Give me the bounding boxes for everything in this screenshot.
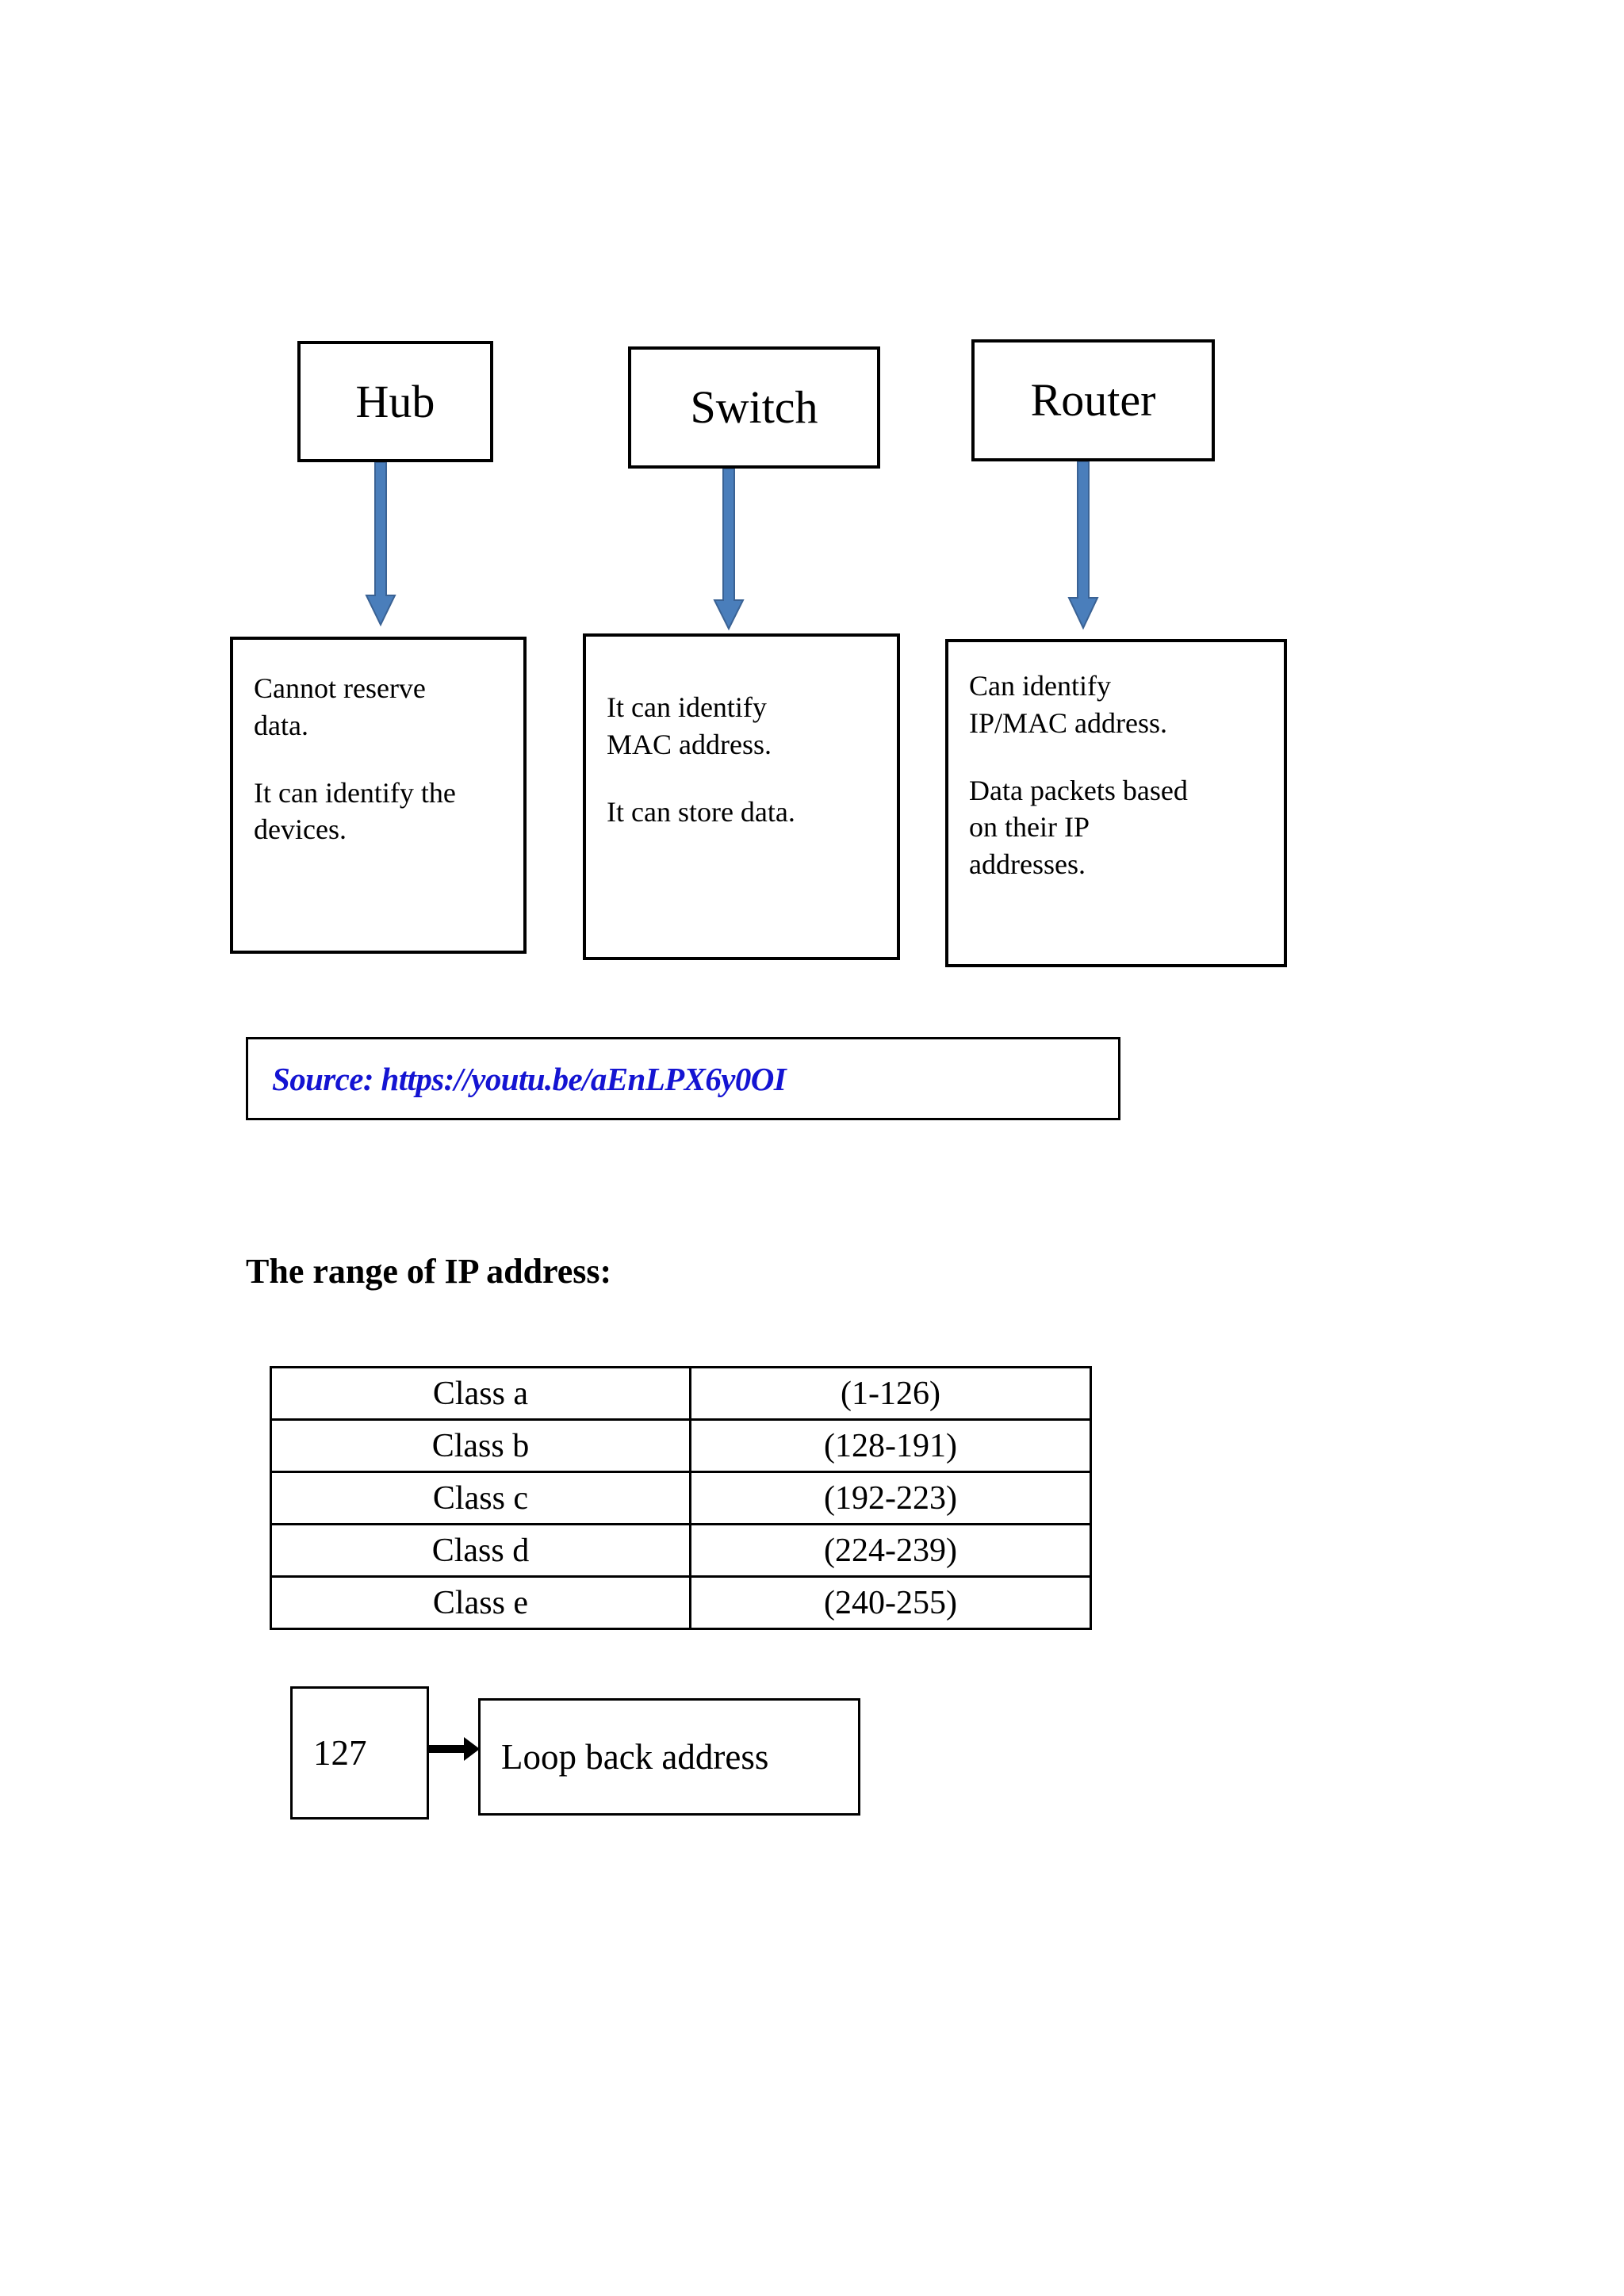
page-title: The range of IP address:: [246, 1252, 612, 1291]
description-line: devices.: [254, 813, 347, 846]
spacer: [254, 744, 503, 775]
source-link[interactable]: Source: https://youtu.be/aEnLPX6y0OI: [272, 1060, 787, 1097]
description-line: Data packets based: [969, 774, 1188, 806]
description-line: It can identify the: [254, 776, 456, 809]
description-line: Cannot reserve: [254, 672, 426, 704]
ip-range-table: Class a (1-126) Class b (128-191) Class …: [270, 1366, 1092, 1630]
cell-range: (1-126): [689, 1366, 1092, 1421]
arrow-down-icon: [1067, 461, 1099, 630]
description-line: Can identify: [969, 670, 1111, 702]
description-box-router: Can identify IP/MAC address. Data packet…: [945, 639, 1287, 967]
arrow-down-icon: [713, 469, 745, 631]
spacer: [969, 742, 1263, 772]
device-box-hub: Hub: [297, 341, 493, 462]
description-line: addresses.: [969, 848, 1086, 881]
description-line: It can store data.: [607, 795, 795, 828]
cell-class: Class a: [270, 1366, 691, 1421]
loopback-target-label: Loop back address: [501, 1737, 769, 1777]
table-row: Class d (224-239): [270, 1523, 1092, 1578]
device-box-switch: Switch: [628, 346, 880, 469]
table-row: Class a (1-126): [270, 1366, 1092, 1421]
table-row: Class e (240-255): [270, 1575, 1092, 1630]
cell-range: (240-255): [689, 1575, 1092, 1630]
device-label: Router: [1030, 374, 1156, 426]
description-line: IP/MAC address.: [969, 706, 1167, 739]
spacer: [607, 763, 876, 794]
cell-class: Class b: [270, 1418, 691, 1473]
cell-class: Class e: [270, 1575, 691, 1630]
description-line: MAC address.: [607, 728, 772, 760]
description-box-switch: It can identify MAC address. It can stor…: [583, 633, 900, 960]
arrow-down-icon: [365, 462, 396, 627]
cell-range: (224-239): [689, 1523, 1092, 1578]
loopback-target-box: Loop back address: [478, 1698, 860, 1816]
cell-range: (128-191): [689, 1418, 1092, 1473]
description-line: on their IP: [969, 811, 1090, 844]
description-line: It can identify: [607, 691, 767, 723]
source-box: Source: https://youtu.be/aEnLPX6y0OI: [246, 1037, 1120, 1120]
table-row: Class b (128-191): [270, 1418, 1092, 1473]
device-label: Switch: [690, 381, 818, 433]
device-box-router: Router: [971, 339, 1215, 461]
device-label: Hub: [355, 375, 435, 427]
cell-class: Class c: [270, 1471, 691, 1525]
arrow-right-icon: [429, 1737, 480, 1761]
loopback-source-box: 127: [290, 1686, 429, 1820]
table-row: Class c (192-223): [270, 1471, 1092, 1525]
description-box-hub: Cannot reserve data. It can identify the…: [230, 637, 527, 954]
description-line: data.: [254, 709, 308, 741]
loopback-source-value: 127: [313, 1733, 367, 1773]
cell-range: (192-223): [689, 1471, 1092, 1525]
cell-class: Class d: [270, 1523, 691, 1578]
